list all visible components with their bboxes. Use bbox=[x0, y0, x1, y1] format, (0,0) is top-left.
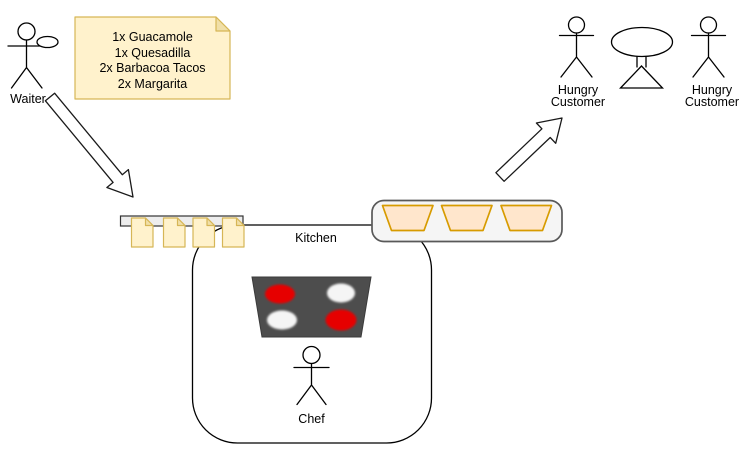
burner-off bbox=[267, 310, 297, 330]
customer1-actor bbox=[558, 16, 595, 78]
burner-hot bbox=[265, 284, 295, 304]
customer1-label: Hungry Customer bbox=[550, 83, 606, 109]
order-note-paper bbox=[74, 16, 231, 100]
table-top bbox=[610, 26, 674, 58]
order-note-fold bbox=[215, 16, 231, 32]
order-line: 1x Guacamole bbox=[112, 30, 193, 44]
food-tray bbox=[381, 204, 434, 232]
order-note-text: 1x Guacamole 1x Quesadilla 2x Barbacoa T… bbox=[75, 30, 230, 92]
arrow-waiter-to-kitchen bbox=[44, 92, 134, 198]
order-note bbox=[74, 16, 231, 100]
chef-actor bbox=[293, 345, 330, 406]
waiter-tray bbox=[36, 35, 59, 49]
chef-body bbox=[293, 362, 330, 406]
order-line: 2x Barbacoa Tacos bbox=[99, 61, 206, 75]
chef-head bbox=[302, 345, 321, 365]
burner-hot bbox=[325, 309, 357, 331]
order-ticket-fold bbox=[206, 217, 216, 227]
food-tray bbox=[500, 204, 553, 232]
customer2-body bbox=[690, 32, 727, 78]
customer2-head bbox=[699, 16, 718, 34]
waiter-actor bbox=[7, 22, 59, 89]
order-ticket-fold bbox=[235, 217, 245, 227]
waiter-label: Waiter bbox=[10, 92, 46, 106]
order-line: 2x Margarita bbox=[117, 76, 188, 91]
dining-table bbox=[610, 26, 674, 89]
stove-top bbox=[251, 276, 372, 338]
food-tray bbox=[440, 204, 493, 232]
customer1-body bbox=[558, 32, 595, 78]
burner-off bbox=[327, 283, 355, 303]
customer2-label: Hungry Customer bbox=[684, 83, 740, 109]
table-legs bbox=[636, 55, 647, 68]
waiter-head bbox=[17, 22, 36, 41]
waiter-body bbox=[7, 39, 47, 89]
table-base bbox=[618, 65, 665, 89]
serving-counter bbox=[371, 199, 563, 243]
order-ticket-fold bbox=[176, 217, 186, 227]
order-tickets bbox=[130, 217, 245, 248]
order-ticket-fold bbox=[144, 217, 154, 227]
stove bbox=[251, 276, 372, 338]
customer2-actor bbox=[690, 16, 727, 78]
arrow-counter-to-customers bbox=[495, 117, 563, 182]
order-line: 1x Quesadilla bbox=[114, 45, 191, 60]
customer1-head bbox=[567, 16, 586, 34]
kitchen-label: Kitchen bbox=[295, 231, 337, 245]
chef-label: Chef bbox=[298, 412, 325, 426]
